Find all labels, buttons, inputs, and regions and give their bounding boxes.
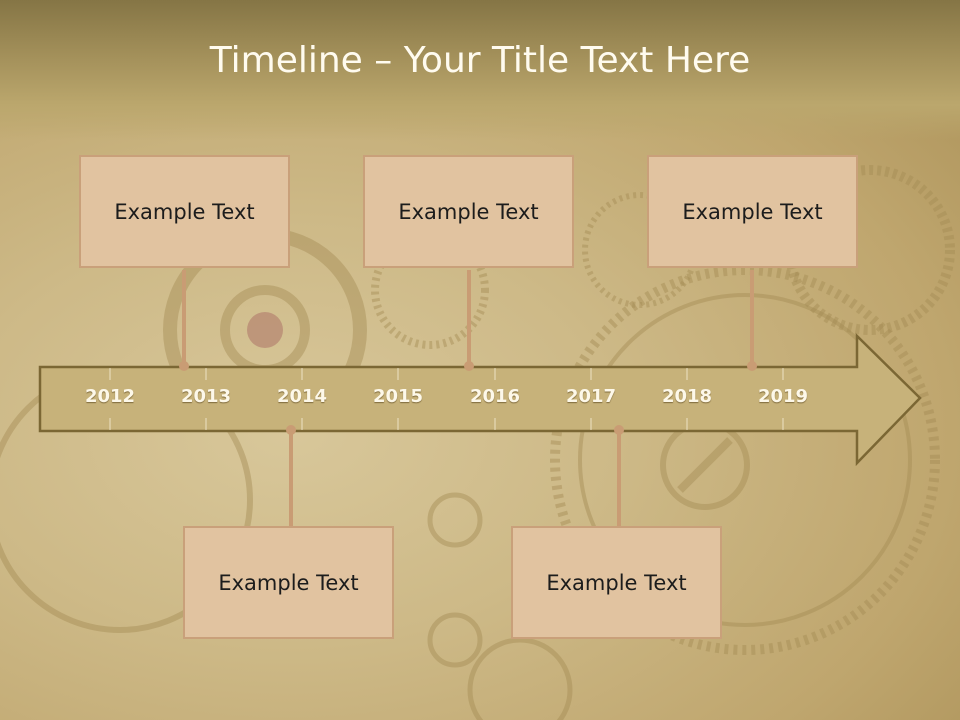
year-ticks	[109, 368, 784, 430]
year-label: 2019	[757, 386, 809, 407]
connector-dots	[179, 361, 757, 435]
connector-dot	[614, 425, 624, 435]
event-box-bottom-2[interactable]: Example Text	[511, 526, 722, 639]
event-box-top-1[interactable]: Example Text	[79, 155, 290, 268]
year-label: 2014	[276, 386, 328, 407]
event-box-top-3[interactable]: Example Text	[647, 155, 858, 268]
year-label: 2017	[565, 386, 617, 407]
event-box-text: Example Text	[218, 570, 359, 595]
event-box-top-2[interactable]: Example Text	[363, 155, 574, 268]
slide-title: Timeline – Your Title Text Here	[209, 40, 751, 81]
connector-lines	[182, 270, 754, 526]
event-box-text: Example Text	[114, 199, 255, 224]
connector-dot	[464, 361, 474, 371]
year-label: 2013	[180, 386, 232, 407]
event-box-text: Example Text	[682, 199, 823, 224]
year-label: 2012	[84, 386, 136, 407]
year-label: 2015	[372, 386, 424, 407]
connector-dot	[747, 361, 757, 371]
year-label: 2018	[661, 386, 713, 407]
connector-dot	[179, 361, 189, 371]
event-box-text: Example Text	[398, 199, 539, 224]
event-box-bottom-1[interactable]: Example Text	[183, 526, 394, 639]
title-band	[0, 0, 960, 140]
timeline-arrow	[38, 333, 922, 467]
year-label: 2016	[469, 386, 521, 407]
connector-dot	[286, 425, 296, 435]
event-box-text: Example Text	[546, 570, 687, 595]
